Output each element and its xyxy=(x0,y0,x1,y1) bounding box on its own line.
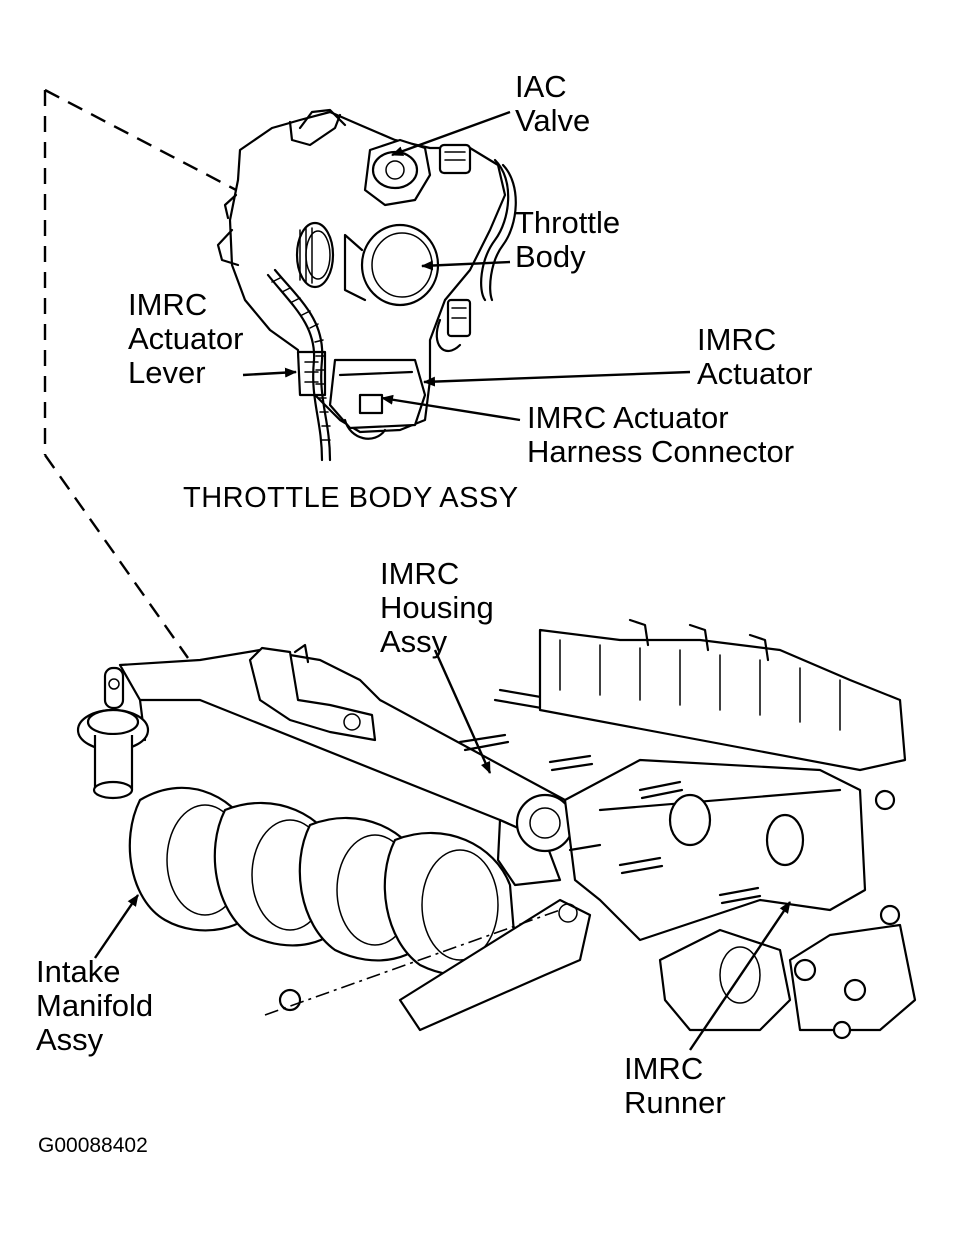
imrc-actuator-lever-arrow xyxy=(242,367,297,378)
label-line: Harness Connector xyxy=(527,434,795,469)
imrc-actuator-lever-label: IMRC Actuator Lever xyxy=(128,288,243,390)
label-line: Intake xyxy=(36,954,121,989)
throttle-body-assembly-drawing xyxy=(216,108,517,462)
imrc-housing-arrow xyxy=(433,649,492,774)
label-line: Assy xyxy=(36,1022,104,1057)
iac-valve-label: IAC Valve xyxy=(515,70,590,138)
label-line: IMRC xyxy=(128,287,208,322)
imrc-housing-assy-label: IMRC Housing Assy xyxy=(380,557,494,659)
imrc-actuator-label: IMRC Actuator xyxy=(697,323,812,391)
imrc-runner-drawing xyxy=(264,618,917,1040)
throttle-body-arrow xyxy=(421,260,511,271)
throttle-body-assy-caption: THROTTLE BODY ASSY xyxy=(183,482,519,514)
figure-code: G00088402 xyxy=(38,1134,148,1157)
label-line: IAC xyxy=(515,69,567,104)
label-line: Manifold xyxy=(36,988,154,1023)
throttle-body-label: Throttle Body xyxy=(515,206,620,274)
label-line: Actuator xyxy=(697,356,813,391)
label-line: Runner xyxy=(624,1085,726,1120)
label-line: IMRC Actuator xyxy=(527,400,729,435)
label-line: Lever xyxy=(128,355,206,390)
imrc-actuator-arrow xyxy=(423,370,691,387)
label-line: Throttle xyxy=(515,205,621,240)
label-line: IMRC xyxy=(624,1051,704,1086)
harness-connector-arrow xyxy=(381,394,521,422)
imrc-runner-label: IMRC Runner xyxy=(624,1052,726,1120)
intake-manifold-drawing xyxy=(76,643,592,1032)
leader-arrows xyxy=(94,110,791,1051)
label-line: IMRC xyxy=(697,322,777,357)
label-line: Assy xyxy=(380,624,448,659)
label-line: Actuator xyxy=(128,321,244,356)
iac-valve-arrow xyxy=(391,110,511,157)
label-line: Body xyxy=(515,239,586,274)
label-line: Housing xyxy=(380,590,494,625)
label-line: Valve xyxy=(515,103,591,138)
imrc-actuator-harness-connector-label: IMRC Actuator Harness Connector xyxy=(527,401,794,469)
imrc-runner-arrow xyxy=(689,901,791,1051)
intake-manifold-assy-label: Intake Manifold Assy xyxy=(36,955,153,1057)
intake-manifold-arrow xyxy=(94,894,139,959)
dashed-leader xyxy=(43,88,241,659)
label-line: IMRC xyxy=(380,556,460,591)
